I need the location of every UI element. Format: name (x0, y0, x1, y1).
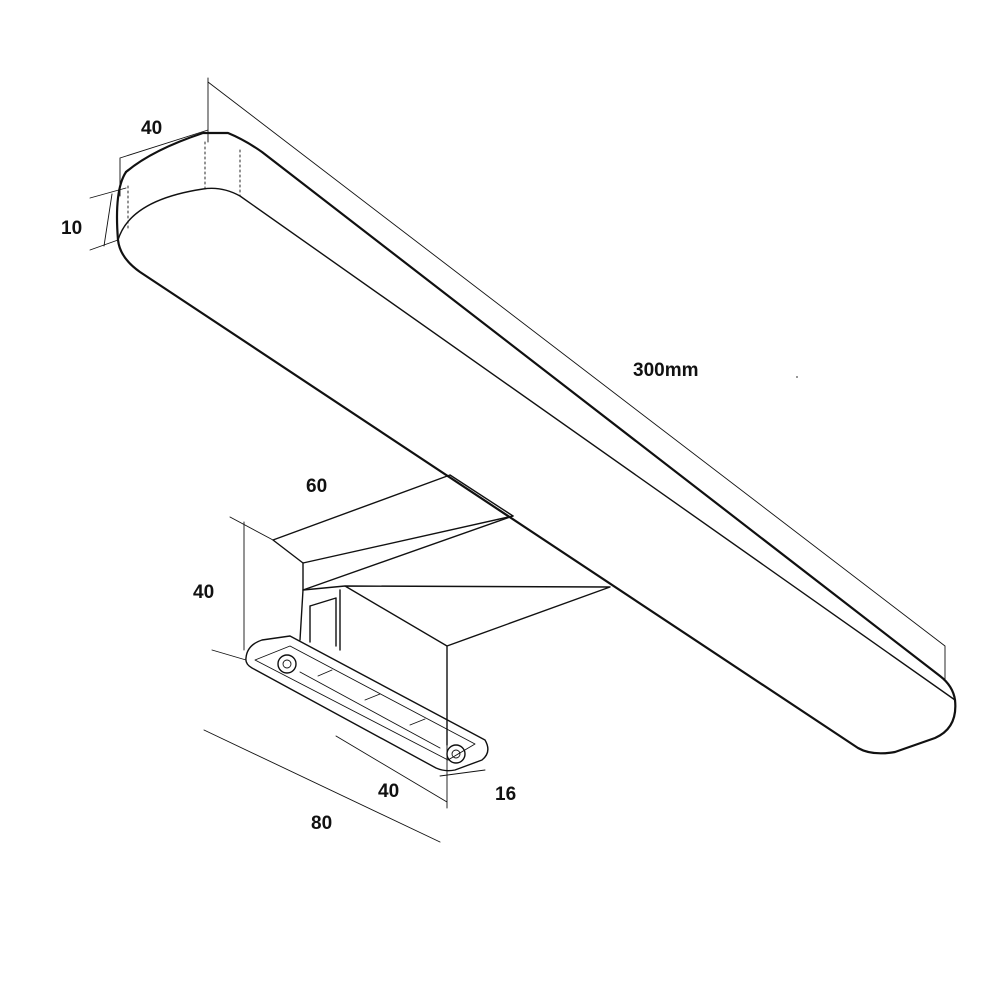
arm-block (302, 585, 611, 746)
dim-line-base-length (203, 649, 441, 843)
mounting-arm (245, 474, 611, 772)
light-bar (115, 131, 957, 755)
screw-hole-left-inner (282, 659, 292, 669)
label-bar-depth: 40 (141, 118, 162, 139)
dim-line-arm-width (229, 516, 274, 541)
stray-dot (796, 376, 798, 378)
dim-line-base-inner (335, 735, 448, 809)
dim-line-bar-depth (119, 77, 209, 197)
label-arm-width: 60 (306, 476, 327, 497)
label-base-thickness: 16 (495, 784, 516, 805)
label-bar-thickness: 10 (61, 218, 82, 239)
dimension-lines (89, 77, 946, 843)
light-bar-hidden-edge (127, 141, 241, 229)
light-bar-left-end (117, 187, 956, 701)
label-bar-length: 300mm (633, 360, 699, 381)
arm-base-slot (299, 669, 441, 749)
label-arm-height: 40 (193, 582, 214, 603)
arm-top-plate-side (302, 515, 514, 591)
dim-line-bar-length (207, 81, 946, 681)
arm-base-inner (254, 645, 476, 761)
light-bar-top-face (124, 131, 957, 702)
label-base-inner: 40 (378, 781, 399, 802)
dim-line-bar-thickness (89, 187, 127, 251)
screw-hole-left (277, 654, 297, 674)
light-bar-bottom-edge (116, 238, 957, 755)
light-bar-top-highlight (261, 151, 946, 681)
light-bar-front-edge (115, 170, 128, 242)
arm-base-plate (245, 635, 489, 772)
arm-post (299, 589, 341, 651)
screw-hole-right-inner (451, 749, 461, 759)
label-base-length: 80 (311, 813, 332, 834)
screw-hole-right (446, 744, 466, 764)
dim-line-base-thickness (439, 769, 486, 777)
